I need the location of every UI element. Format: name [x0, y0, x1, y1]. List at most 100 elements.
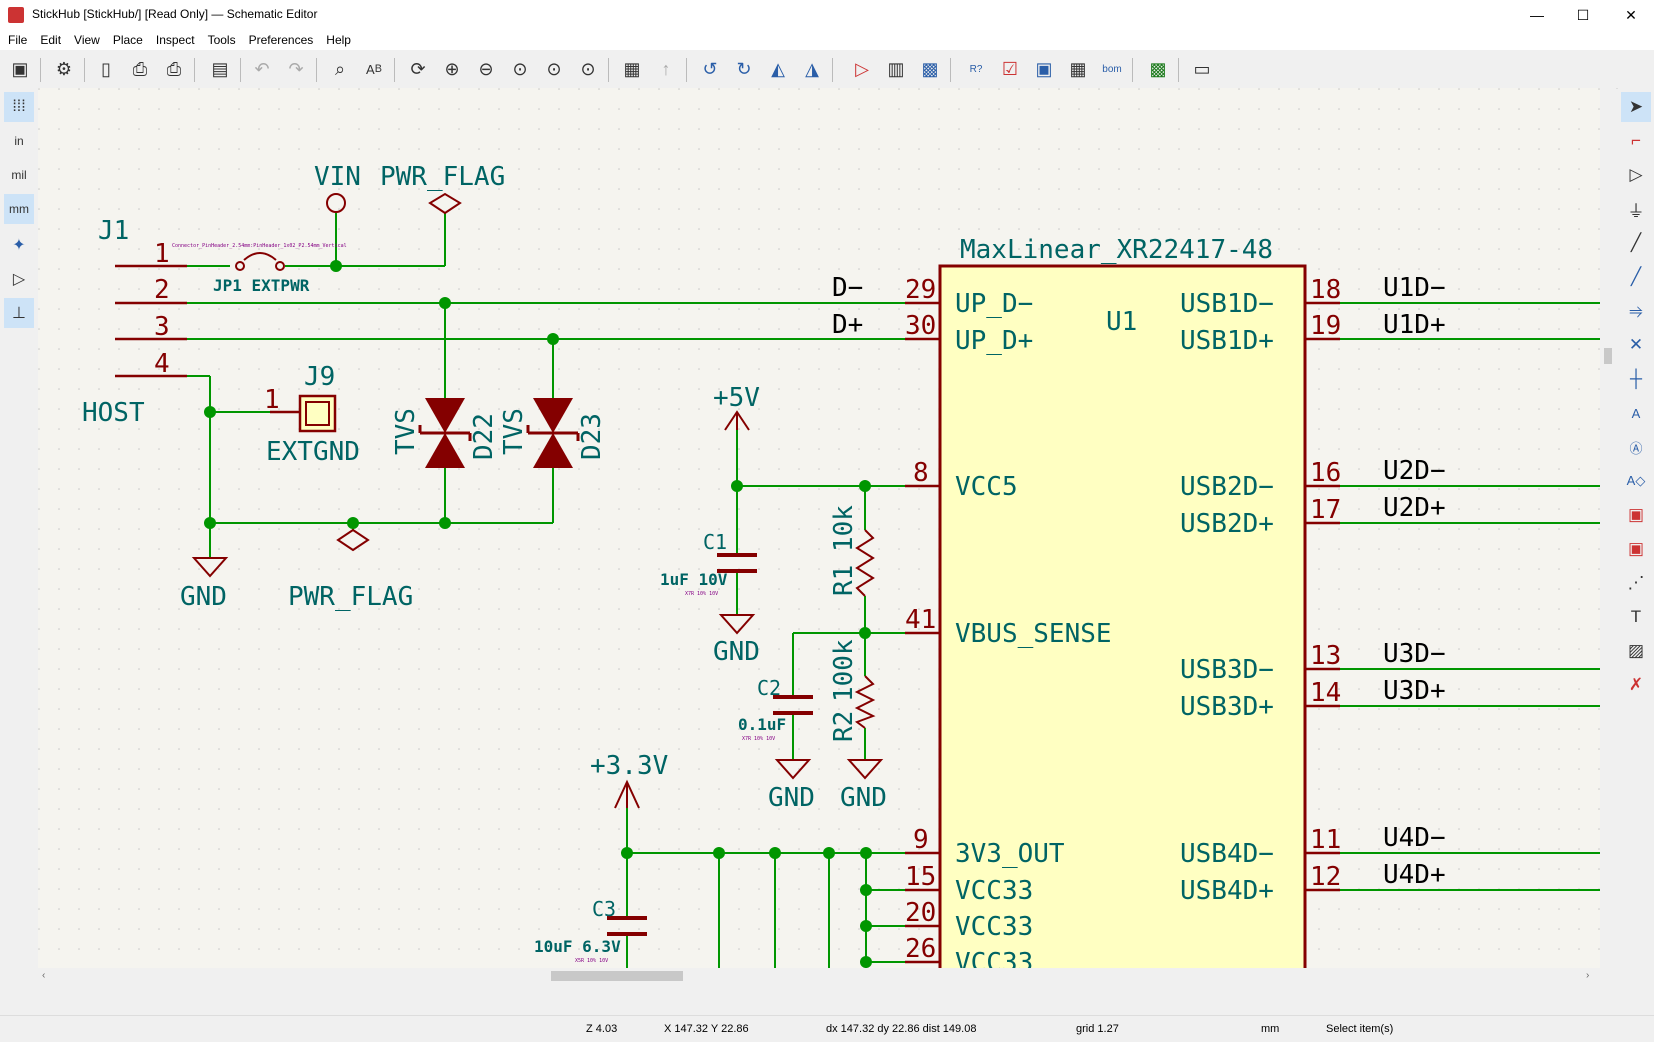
page-settings-icon[interactable]: ▯	[92, 55, 120, 83]
menu-edit[interactable]: Edit	[32, 30, 66, 47]
add-no-connect-icon[interactable]: ✕	[1621, 330, 1651, 360]
c1-ref: C1	[703, 530, 727, 554]
menu-help[interactable]: Help	[318, 30, 356, 47]
unit-mil-button[interactable]: mil	[4, 160, 34, 190]
u1-pin12-num: 12	[1310, 862, 1341, 892]
find-replace-icon[interactable]: AB	[360, 55, 388, 83]
erc-icon[interactable]: ☑	[996, 55, 1024, 83]
pcb-editor-icon[interactable]: ▩	[1144, 55, 1172, 83]
zoom-objects-icon[interactable]: ⊙	[540, 55, 568, 83]
u1-net-u2d-minus: U2D−	[1383, 456, 1446, 486]
zoom-fit-icon[interactable]: ⊙	[506, 55, 534, 83]
maximize-button[interactable]: ☐	[1560, 0, 1606, 30]
zoom-in-icon[interactable]: ⊕	[438, 55, 466, 83]
u1-pin29-name: UP_D−	[955, 289, 1033, 319]
add-bus-icon[interactable]: ╱	[1621, 262, 1651, 292]
u1-net-u3d-minus: U3D−	[1383, 639, 1446, 669]
print-icon[interactable]: ⎙	[126, 55, 154, 83]
c3-tiny: X5R 10% 10V	[575, 958, 608, 964]
d22-ref: D22	[469, 413, 499, 460]
redo-icon[interactable]: ↷	[282, 55, 310, 83]
menu-view[interactable]: View	[66, 30, 105, 47]
add-image-icon[interactable]: ▨	[1621, 636, 1651, 666]
close-button[interactable]: ✕	[1608, 0, 1654, 30]
u1-value: MaxLinear_XR22417-48	[960, 235, 1273, 265]
u1-pin19-name: USB1D+	[1180, 326, 1274, 356]
import-sheet-pin-icon[interactable]: ▣	[1621, 534, 1651, 564]
unit-mm-button[interactable]: mm	[4, 194, 34, 224]
u1-pin26-num: 26	[905, 934, 936, 964]
refresh-icon[interactable]: ⟳	[404, 55, 432, 83]
menu-file[interactable]: File	[0, 30, 32, 47]
hierarchy-navigator-icon[interactable]: ▦	[618, 55, 646, 83]
u1-pin18-name: USB1D−	[1180, 289, 1274, 319]
u1-pin13-num: 13	[1310, 641, 1341, 671]
plus3v3-label: +3.3V	[590, 751, 668, 781]
add-power-icon[interactable]: ⏚	[1621, 194, 1651, 224]
menu-bar: FileEditViewPlaceInspectToolsPreferences…	[0, 30, 1654, 50]
schematic-setup-icon[interactable]: ⚙	[50, 55, 78, 83]
add-hier-label-icon[interactable]: A◇	[1621, 466, 1651, 496]
u1-pin13-name: USB3D−	[1180, 655, 1274, 685]
plot-icon[interactable]: ⎙	[160, 55, 188, 83]
leave-sheet-icon[interactable]: ↑	[652, 55, 680, 83]
symbol-browser-icon[interactable]: ▥	[882, 55, 910, 83]
d23-ref: D23	[577, 413, 607, 460]
menu-inspect[interactable]: Inspect	[148, 30, 200, 47]
rotate-ccw-icon[interactable]: ↺	[696, 55, 724, 83]
u1-pin8-name: VCC5	[955, 472, 1018, 502]
add-wire-icon[interactable]: ╱	[1621, 228, 1651, 258]
vertical-scrollbar[interactable]	[1600, 88, 1616, 968]
add-junction-icon[interactable]: ┼	[1621, 364, 1651, 394]
rotate-cw-icon[interactable]: ↻	[730, 55, 758, 83]
schematic-canvas[interactable]: J1 HOST VIN PWR_FLAG J9 EXTGND GND PWR_F…	[38, 88, 1618, 988]
hidden-pins-icon[interactable]: ▷	[4, 264, 34, 294]
bom-table-icon[interactable]: ▦	[1064, 55, 1092, 83]
annotate-icon[interactable]: R?	[962, 55, 990, 83]
mirror-vertical-icon[interactable]: ◭	[764, 55, 792, 83]
zoom-selection-icon[interactable]: ⊙	[574, 55, 602, 83]
left-toolbar: ⁞⁞⁞ in mil mm ✦ ▷ ⊥	[0, 88, 38, 988]
select-icon[interactable]: ➤	[1621, 92, 1651, 122]
add-sheet-icon[interactable]: ▣	[1621, 500, 1651, 530]
menu-place[interactable]: Place	[105, 30, 148, 47]
symbol-editor-icon[interactable]: ▷	[848, 55, 876, 83]
footprint-assign-icon[interactable]: ▣	[1030, 55, 1058, 83]
find-icon[interactable]: ⌕	[326, 55, 354, 83]
u1-net-u1d-plus: U1D+	[1383, 310, 1446, 340]
save-icon[interactable]: ▣	[6, 55, 34, 83]
j9-ref: J9	[304, 362, 335, 392]
add-graphic-line-icon[interactable]: ⋰	[1621, 568, 1651, 598]
j1-ref: J1	[98, 216, 129, 246]
menu-tools[interactable]: Tools	[200, 30, 241, 47]
gnd-label-2: GND	[713, 637, 760, 667]
horizontal-scrollbar[interactable]: ‹ ›	[38, 968, 1616, 984]
add-symbol-icon[interactable]: ▷	[1621, 160, 1651, 190]
pwr-flag-top-label: PWR_FLAG	[380, 162, 505, 192]
u1-net-u3d-plus: U3D+	[1383, 676, 1446, 706]
u1-pin8-num: 8	[913, 458, 929, 488]
grid-toggle-icon[interactable]: ⁞⁞⁞	[4, 92, 34, 122]
update-pcb-icon[interactable]: ▩	[916, 55, 944, 83]
add-global-label-icon[interactable]: Ⓐ	[1621, 432, 1651, 462]
scripting-console-icon[interactable]: ▭	[1188, 55, 1216, 83]
unit-in-button[interactable]: in	[4, 126, 34, 156]
u1-pin30-name: UP_D+	[955, 326, 1033, 356]
u1-pin14-num: 14	[1310, 678, 1341, 708]
cursor-crosshair-icon[interactable]: ✦	[4, 230, 34, 260]
minimize-button[interactable]: —	[1514, 0, 1560, 30]
line-mode-icon[interactable]: ⊥	[4, 298, 34, 328]
mirror-horizontal-icon[interactable]: ◮	[798, 55, 826, 83]
title-bar: StickHub [StickHub/] [Read Only] — Schem…	[0, 0, 1654, 30]
u1-pin9-name: 3V3_OUT	[955, 839, 1065, 869]
add-label-icon[interactable]: A	[1621, 398, 1651, 428]
paste-icon[interactable]: ▤	[206, 55, 234, 83]
add-bus-entry-icon[interactable]: ⥤	[1621, 296, 1651, 326]
undo-icon[interactable]: ↶	[248, 55, 276, 83]
highlight-net-icon[interactable]: ⌐	[1621, 126, 1651, 156]
delete-item-icon[interactable]: ✗	[1621, 670, 1651, 700]
zoom-out-icon[interactable]: ⊖	[472, 55, 500, 83]
menu-preferences[interactable]: Preferences	[241, 30, 319, 47]
bom-generate-icon[interactable]: bom	[1098, 55, 1126, 83]
add-text-icon[interactable]: T	[1621, 602, 1651, 632]
